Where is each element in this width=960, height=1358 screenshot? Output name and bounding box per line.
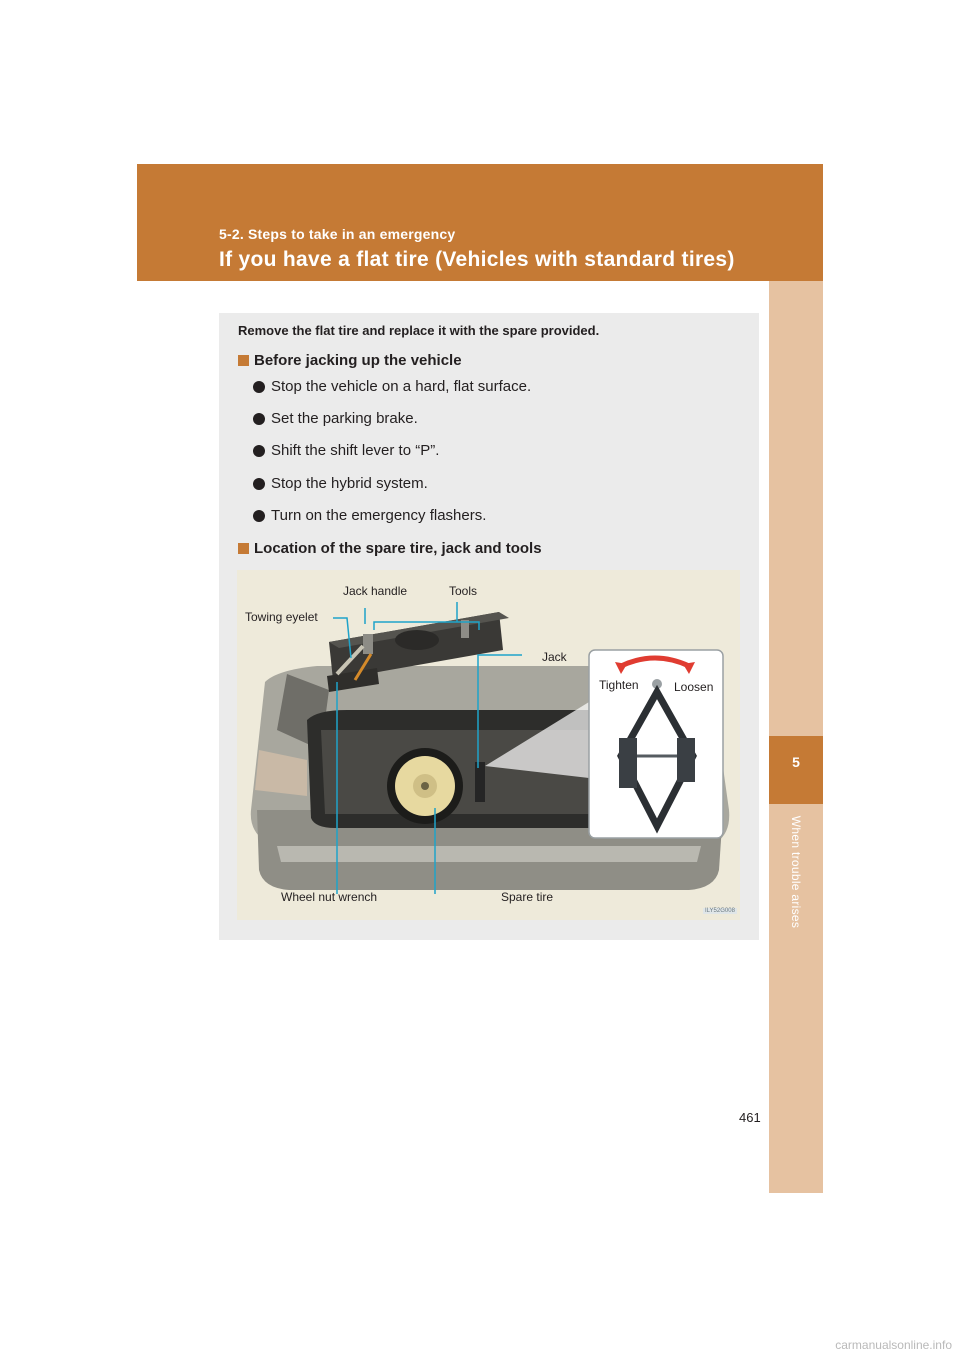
subheading-text: Before jacking up the vehicle — [254, 352, 462, 369]
square-bullet-icon — [238, 543, 249, 554]
bullet-dot-icon — [253, 509, 265, 522]
intro-text: Remove the flat tire and replace it with… — [238, 323, 600, 338]
content-panel: Remove the flat tire and replace it with… — [219, 313, 759, 940]
bullet-text: Shift the shift lever to “P”. — [271, 442, 440, 459]
bullet-text: Turn on the emergency flashers. — [271, 507, 487, 524]
bullet-text: Set the parking brake. — [271, 410, 418, 427]
bullet-item: Stop the vehicle on a hard, flat surface… — [253, 378, 531, 395]
bullet-dot-icon — [253, 477, 265, 490]
bullet-item: Set the parking brake. — [253, 410, 418, 427]
subheading-before-jacking: Before jacking up the vehicle — [238, 352, 462, 369]
bullet-item: Shift the shift lever to “P”. — [253, 442, 439, 459]
page-title: If you have a flat tire (Vehicles with s… — [219, 248, 735, 271]
label-towing-eyelet: Towing eyelet — [245, 610, 318, 624]
square-bullet-icon — [238, 355, 249, 366]
label-wheel-nut-wrench: Wheel nut wrench — [281, 890, 378, 904]
label-tools: Tools — [449, 584, 478, 598]
bullet-dot-icon — [253, 412, 265, 425]
label-loosen: Loosen — [674, 680, 714, 694]
chapter-label: When trouble arises — [789, 815, 803, 929]
subheading-location: Location of the spare tire, jack and too… — [238, 540, 542, 557]
label-tighten: Tighten — [599, 678, 639, 692]
watermark: carmanualsonline.info — [835, 1338, 952, 1352]
bullet-text: Stop the hybrid system. — [271, 475, 428, 492]
label-jack-handle: Jack handle — [343, 584, 408, 598]
trunk-illustration: Jack handle Tools Towing eyelet Jack Tig… — [237, 570, 740, 920]
subheading-text: Location of the spare tire, jack and too… — [254, 540, 542, 557]
header-band: 5-2. Steps to take in an emergency If yo… — [137, 164, 823, 281]
bullet-dot-icon — [253, 380, 265, 393]
section-label: 5-2. Steps to take in an emergency — [219, 226, 456, 242]
label-jack: Jack — [542, 650, 567, 664]
figure-code: ILY52G008 — [703, 908, 737, 914]
trunk-drawing — [250, 602, 730, 894]
bullet-text: Stop the vehicle on a hard, flat surface… — [271, 378, 532, 395]
chapter-tab[interactable]: 5 — [769, 736, 823, 804]
bullet-dot-icon — [253, 444, 265, 457]
chapter-number: 5 — [792, 754, 800, 770]
bullet-item: Turn on the emergency flashers. — [253, 507, 486, 524]
label-spare-tire: Spare tire — [501, 890, 554, 904]
page-number: 461 — [739, 1110, 761, 1125]
bullet-item: Stop the hybrid system. — [253, 475, 428, 492]
